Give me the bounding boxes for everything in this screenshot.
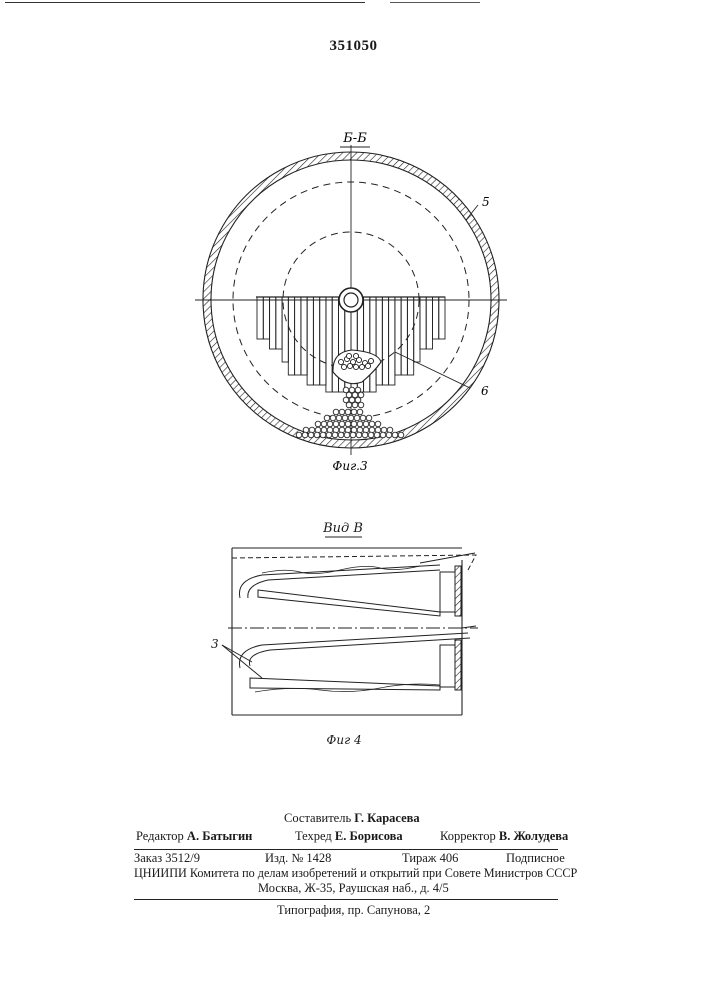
comb-plate — [295, 297, 301, 375]
comb-plate — [439, 297, 445, 339]
callout-3-leader-a — [222, 645, 252, 662]
granule — [302, 432, 308, 438]
upper-plate — [258, 590, 440, 616]
lower-blade-inner — [249, 638, 470, 666]
granule — [386, 432, 392, 438]
granule — [332, 432, 338, 438]
comb-plate — [376, 297, 382, 385]
lower-block — [440, 645, 455, 687]
granule — [345, 421, 351, 427]
comb-plate — [301, 297, 307, 375]
granule — [346, 353, 351, 358]
granule — [347, 363, 352, 368]
callout-3: 3 — [211, 637, 219, 651]
lower-brush — [455, 640, 461, 690]
upper-block — [440, 572, 455, 612]
comb-plate — [382, 297, 388, 385]
top-edge-line — [420, 553, 475, 563]
lower-blade-outer — [239, 633, 468, 668]
comb-plate — [320, 297, 326, 385]
granule — [360, 415, 366, 421]
granule — [354, 415, 360, 421]
comb-plate — [332, 297, 338, 392]
comb-plate — [433, 297, 439, 339]
granule — [348, 415, 354, 421]
granule — [308, 432, 314, 438]
granule — [344, 432, 350, 438]
comb-plate — [426, 297, 432, 349]
granule — [315, 421, 321, 427]
shaft-outer — [339, 288, 363, 312]
callout-3-leader-b — [222, 645, 262, 678]
granule — [341, 364, 346, 369]
granule — [352, 402, 358, 408]
granule — [365, 363, 370, 368]
granule — [339, 421, 345, 427]
granule — [338, 432, 344, 438]
comb-plate — [276, 297, 282, 349]
granule — [339, 409, 345, 415]
granule — [374, 432, 380, 438]
granule — [357, 421, 363, 427]
granule — [327, 421, 333, 427]
comb-plate — [420, 297, 426, 349]
granule — [380, 432, 386, 438]
comb-plate — [257, 297, 263, 339]
granule — [326, 432, 332, 438]
callout-6-leader — [395, 352, 470, 388]
granule — [359, 364, 364, 369]
comb-plate — [270, 297, 276, 349]
granule — [346, 402, 352, 408]
comb-plate — [395, 297, 401, 375]
comb-plate — [389, 297, 395, 385]
figure-3-caption: Фиг.3 — [332, 459, 368, 473]
comb-plate — [263, 297, 269, 339]
granule — [330, 415, 336, 421]
granule — [333, 409, 339, 415]
granule — [338, 359, 343, 364]
granule — [363, 421, 369, 427]
comb-plate — [401, 297, 407, 375]
granule — [351, 409, 357, 415]
granule — [345, 409, 351, 415]
figure-4: Вид В 3 Фиг 4 — [211, 521, 478, 747]
granule — [353, 353, 358, 358]
granule — [350, 432, 356, 438]
granule — [368, 358, 373, 363]
granule — [320, 432, 326, 438]
comb-plate — [288, 297, 294, 375]
view-label: Вид В — [322, 521, 363, 536]
upper-brush — [455, 566, 461, 616]
top-dashed-edge — [232, 555, 476, 570]
granule — [366, 415, 372, 421]
granule — [314, 432, 320, 438]
granule — [333, 421, 339, 427]
granule — [375, 421, 381, 427]
granule — [398, 432, 404, 438]
comb-plate — [326, 297, 332, 392]
granule — [321, 421, 327, 427]
comb-plate — [307, 297, 313, 385]
section-label: Б-Б — [342, 131, 367, 146]
granule — [369, 421, 375, 427]
comb-plate — [313, 297, 319, 385]
callout-5: 5 — [482, 195, 490, 209]
granule — [324, 415, 330, 421]
granule — [358, 402, 364, 408]
comb-plate — [370, 297, 376, 392]
granule — [356, 432, 362, 438]
granule — [368, 432, 374, 438]
granule — [353, 364, 358, 369]
granule — [362, 432, 368, 438]
figure-3: Б-Б 5 6 Фиг.3 — [195, 131, 507, 473]
granule — [296, 432, 302, 438]
granule — [336, 415, 342, 421]
figure-4-caption: Фиг 4 — [326, 733, 361, 747]
callout-6: 6 — [481, 384, 489, 398]
granule — [357, 409, 363, 415]
granule — [392, 432, 398, 438]
granule — [351, 421, 357, 427]
granule — [342, 415, 348, 421]
